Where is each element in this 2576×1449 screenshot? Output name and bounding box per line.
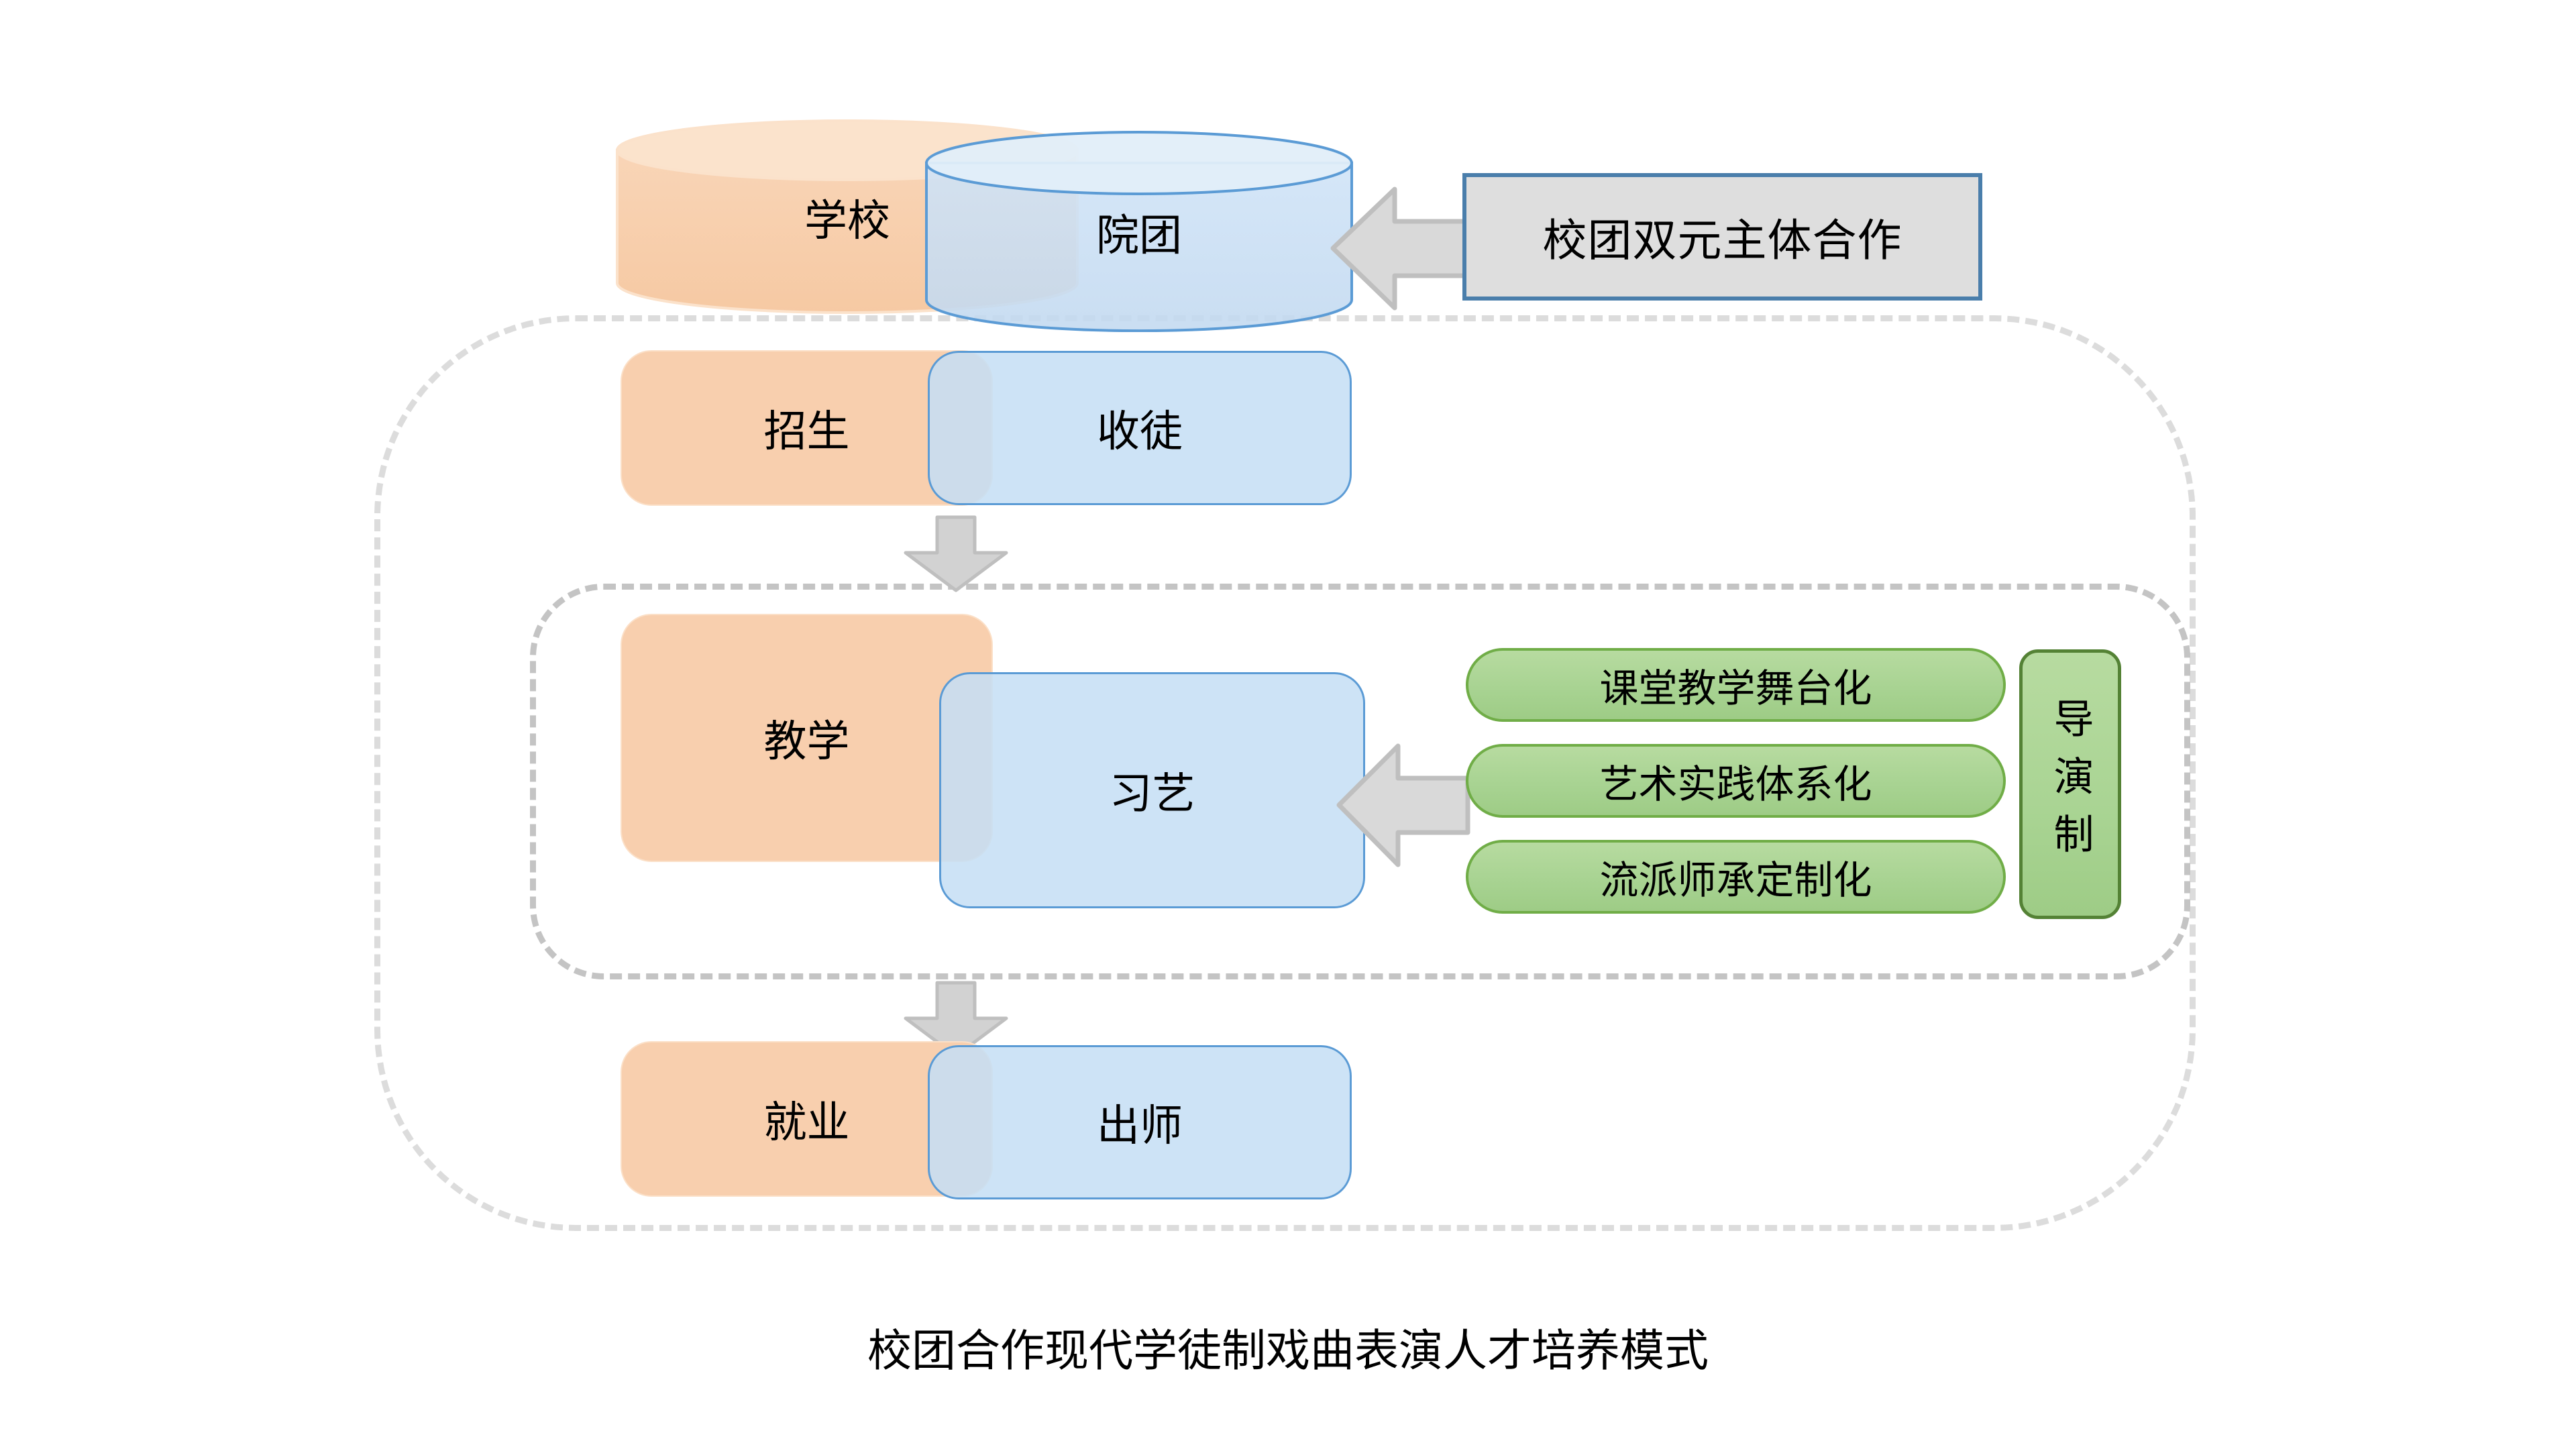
cylinder-school-label: 学校: [804, 197, 890, 246]
box-recruit-troupe-label: 收徒: [1097, 407, 1183, 457]
pill-art-practice[interactable]: 艺术实践体系化: [1466, 744, 2006, 818]
callout-dual-subject-label: 校团双元主体合作: [1542, 215, 1902, 266]
pill-classroom-stage[interactable]: 课堂教学舞台化: [1466, 648, 2006, 722]
diagram-caption: 校团合作现代学徒制戏曲表演人才培养模式: [867, 1325, 1709, 1377]
arrow-left-icon: [1330, 186, 1485, 311]
box-employment-troupe[interactable]: 出师: [928, 1045, 1352, 1199]
box-recruit-school-label: 招生: [763, 407, 850, 457]
arrow-down-icon: [902, 515, 1010, 592]
box-employment-troupe-label: 出师: [1097, 1102, 1183, 1151]
box-teaching-troupe-label: 习艺: [1109, 769, 1195, 819]
box-teaching-school[interactable]: 教学: [621, 614, 993, 862]
box-recruit-troupe[interactable]: 收徒: [928, 351, 1352, 505]
inner-dashed-container: [530, 584, 2190, 979]
arrow-down-icon: [902, 981, 1010, 1058]
box-employment-school-label: 就业: [763, 1098, 850, 1148]
pill-school-lineage-label: 流派师承定制化: [1599, 857, 1872, 903]
box-teaching-school-label: 教学: [763, 717, 850, 767]
callout-dual-subject[interactable]: 校团双元主体合作: [1462, 173, 1982, 301]
pill-art-practice-label: 艺术实践体系化: [1599, 761, 1872, 807]
cylinder-troupe-label: 院团: [1096, 211, 1182, 261]
pill-school-lineage[interactable]: 流派师承定制化: [1466, 840, 2006, 914]
arrow-left-icon: [1336, 743, 1470, 867]
pill-classroom-stage-label: 课堂教学舞台化: [1599, 665, 1872, 711]
tag-director-system-label: 导演制: [2047, 698, 2094, 871]
tag-director-system[interactable]: 导演制: [2019, 649, 2121, 919]
cylinder-troupe-shape: [925, 131, 1353, 333]
cylinder-troupe[interactable]: 院团: [924, 131, 1354, 333]
box-teaching-troupe[interactable]: 习艺: [939, 672, 1365, 908]
